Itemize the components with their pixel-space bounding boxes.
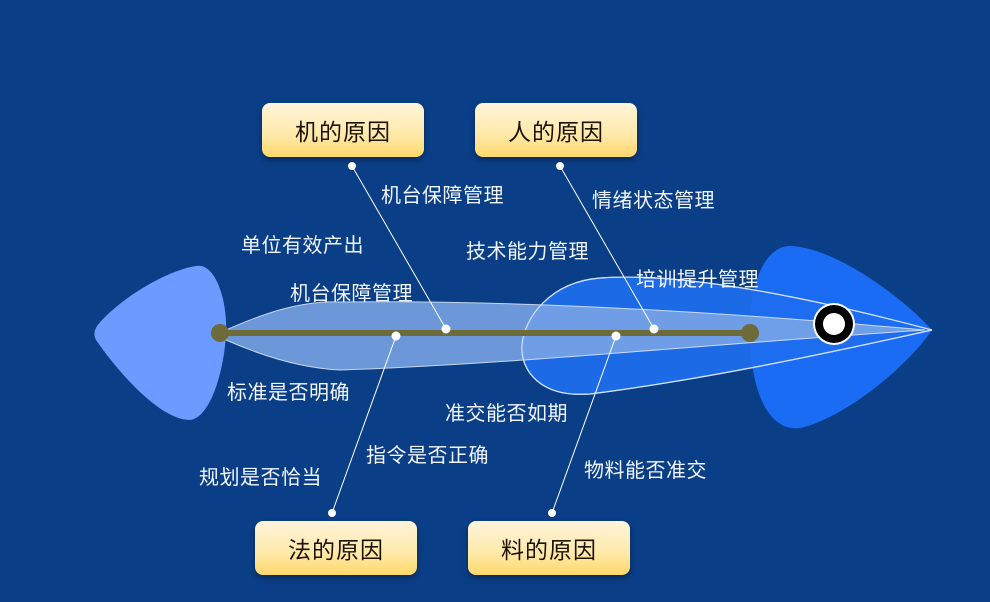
branch-material [551,335,617,514]
category-man[interactable]: 人的原因 [475,103,637,157]
cause-machine-guarantee: 机台保障管理 [381,183,504,207]
cause-skill: 技术能力管理 [466,239,589,263]
branch-machine [351,165,447,330]
cause-training: 培训提升管理 [636,267,759,291]
spine-start-dot [211,324,229,342]
cause-emotion: 情绪状态管理 [592,188,715,212]
cause-machine-guarantee-2: 机台保障管理 [290,281,413,305]
category-material[interactable]: 料的原因 [468,521,630,575]
cause-instruction: 指令是否正确 [366,443,489,467]
cause-unit-output: 单位有效产出 [241,233,364,257]
tail-fin [94,265,227,420]
category-machine[interactable]: 机的原因 [262,103,424,157]
cause-delivery-time: 准交能否如期 [445,401,568,425]
category-method[interactable]: 法的原因 [255,521,417,575]
cause-standard: 标准是否明确 [227,380,350,404]
cause-material-delivery: 物料能否准交 [584,458,707,482]
cause-planning: 规划是否恰当 [199,465,322,489]
branch-man [559,165,655,330]
spine-end-dot [741,324,759,342]
branch-method [331,335,397,514]
